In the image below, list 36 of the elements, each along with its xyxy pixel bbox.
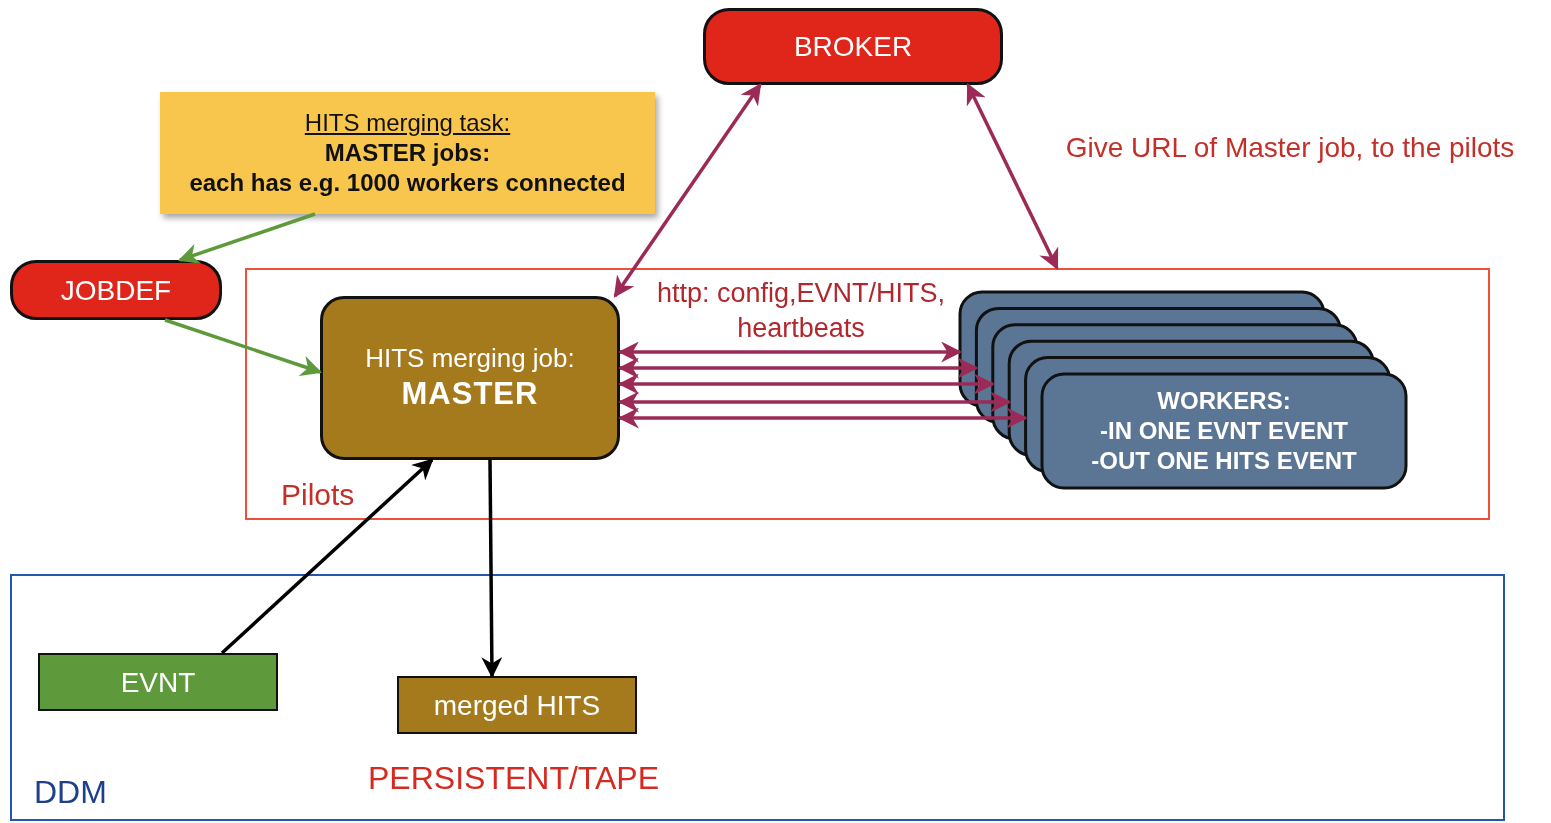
- arrow: [617, 357, 979, 379]
- arrow: [178, 212, 316, 264]
- node-text: MASTER: [401, 374, 539, 413]
- arrow: [164, 318, 322, 376]
- node-heading: HITS merging job:: [365, 342, 575, 375]
- node-text: MASTER jobs:: [324, 138, 491, 168]
- arrow: [220, 458, 434, 655]
- arrow: [613, 83, 762, 298]
- broker-box: [703, 8, 1003, 85]
- arrow: [966, 83, 1059, 270]
- region-label: Pilots: [281, 477, 355, 513]
- broker-note: Give URL of Master job, to the pilots: [1064, 131, 1516, 165]
- master-job-box: [320, 296, 620, 460]
- node-text: -IN ONE EVNT EVENT: [1100, 416, 1348, 446]
- node-text: merged HITS: [433, 688, 601, 723]
- arrow: [617, 341, 963, 363]
- node-heading: HITS merging task:: [304, 108, 511, 138]
- node-text: each has e.g. 1000 workers connected: [189, 168, 626, 198]
- evnt-box: [38, 653, 278, 711]
- ddm-region: [10, 574, 1505, 821]
- arrow: [617, 391, 1012, 413]
- node-heading: WORKERS:: [1157, 386, 1291, 416]
- region-label: DDM: [34, 773, 107, 812]
- node-text: EVNT: [120, 665, 196, 700]
- arrow: [617, 373, 995, 395]
- arrow: [617, 407, 1028, 429]
- storage-caption: PERSISTENT/TAPE: [368, 760, 659, 797]
- jobdef-box: [10, 260, 222, 320]
- node-text: BROKER: [793, 30, 913, 64]
- merged-hits-box: [397, 676, 637, 734]
- arrow: [481, 460, 503, 679]
- node-text: JOBDEF: [60, 273, 172, 308]
- pilots-region: [245, 268, 1490, 520]
- node-text: -OUT ONE HITS EVENT: [1091, 446, 1357, 476]
- protocol-note: http: config,EVNT/HITS, heartbeats: [655, 277, 947, 346]
- task-note: [160, 92, 655, 214]
